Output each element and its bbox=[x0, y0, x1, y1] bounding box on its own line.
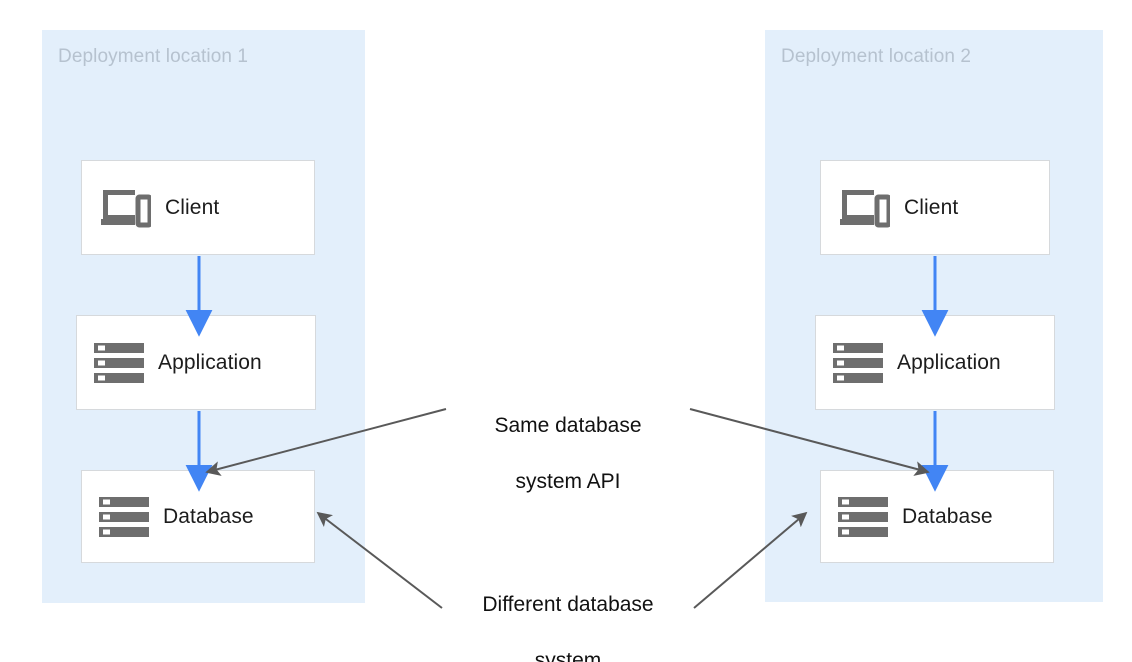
server-icon bbox=[838, 496, 888, 538]
devices-icon bbox=[99, 187, 153, 229]
annotation-line-2: system bbox=[534, 648, 602, 662]
annotation-line-1: Different database bbox=[482, 592, 654, 616]
node-database-1[interactable]: Database bbox=[81, 470, 315, 563]
annotation-same-database-system-api: Same database system API bbox=[462, 384, 674, 524]
devices-icon bbox=[838, 187, 892, 229]
node-label: Database bbox=[163, 504, 254, 528]
node-label: Client bbox=[165, 195, 220, 219]
server-icon bbox=[833, 342, 883, 384]
zone-title-deployment-location-1: Deployment location 1 bbox=[58, 46, 249, 67]
node-client-1[interactable]: Client bbox=[81, 160, 315, 255]
node-label: Database bbox=[902, 504, 993, 528]
node-label: Application bbox=[897, 350, 1001, 374]
zone-title-deployment-location-2: Deployment location 2 bbox=[781, 46, 972, 67]
annotation-different-database-system: Different database system bbox=[456, 563, 680, 662]
node-application-1[interactable]: Application bbox=[76, 315, 316, 410]
annotation-line-2: system API bbox=[515, 469, 621, 493]
node-label: Application bbox=[158, 350, 262, 374]
node-database-2[interactable]: Database bbox=[820, 470, 1054, 563]
node-client-2[interactable]: Client bbox=[820, 160, 1050, 255]
node-label: Client bbox=[904, 195, 959, 219]
node-application-2[interactable]: Application bbox=[815, 315, 1055, 410]
server-icon bbox=[94, 342, 144, 384]
server-icon bbox=[99, 496, 149, 538]
annotation-line-1: Same database bbox=[494, 413, 642, 437]
